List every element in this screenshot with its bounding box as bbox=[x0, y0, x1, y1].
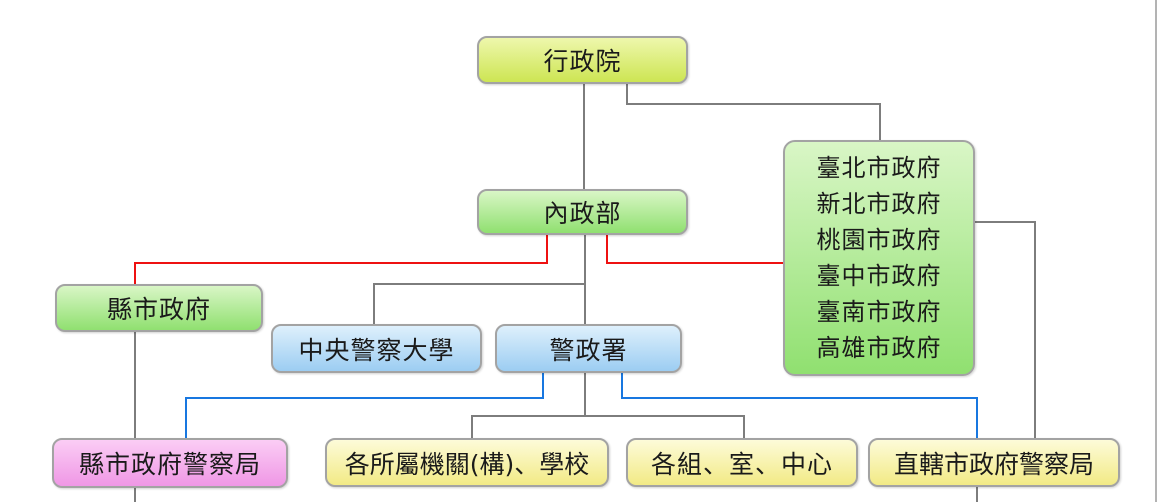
municipal-government-item: 高雄市政府 bbox=[816, 334, 942, 362]
connector-below-countypolice bbox=[134, 487, 136, 502]
connector-npa-to-countypolice-h bbox=[185, 397, 544, 399]
municipal-government-item: 新北市政府 bbox=[816, 190, 942, 218]
connector-executive-to-municipal-v1 bbox=[626, 84, 628, 105]
connector-executive-to-municipal-v2 bbox=[879, 103, 881, 142]
connector-interior-to-municipal-v bbox=[606, 235, 608, 264]
connector-interior-to-municipal-h bbox=[606, 262, 784, 264]
connector-municipal-to-munipolice-h bbox=[974, 221, 1036, 223]
node-subordinate-agencies-schools: 各所屬機關(構)、學校 bbox=[325, 438, 609, 487]
connector-interior-to-countygov-h bbox=[134, 262, 548, 264]
municipal-government-item: 臺北市政府 bbox=[816, 154, 942, 182]
connector-npa-children-h bbox=[471, 415, 745, 417]
connector-npa-children-v bbox=[584, 373, 586, 417]
municipal-government-item: 桃園市政府 bbox=[816, 226, 942, 254]
connector-npa-to-divisions-v bbox=[743, 415, 745, 440]
node-executive-yuan: 行政院 bbox=[477, 36, 688, 84]
connector-interior-to-cpu-h bbox=[374, 283, 586, 285]
node-municipal-governments: 臺北市政府 新北市政府 桃園市政府 臺中市政府 臺南市政府 高雄市政府 bbox=[783, 140, 975, 376]
municipal-government-item: 臺中市政府 bbox=[816, 262, 942, 290]
connector-executive-to-municipal-h bbox=[626, 103, 881, 105]
municipal-government-item: 臺南市政府 bbox=[816, 298, 942, 326]
node-municipal-police-bureaus: 直轄市政府警察局 bbox=[868, 438, 1120, 487]
connector-interior-to-countygov-v2 bbox=[134, 262, 136, 285]
connector-npa-to-agencies-v bbox=[471, 415, 473, 440]
connector-interior-to-npa bbox=[584, 235, 586, 327]
connector-interior-to-cpu-v bbox=[373, 283, 375, 326]
connector-executive-to-interior bbox=[583, 84, 585, 191]
connector-municipal-to-munipolice-v bbox=[1034, 221, 1036, 440]
node-divisions-offices-centers: 各組、室、中心 bbox=[626, 438, 858, 487]
node-ministry-of-interior: 內政部 bbox=[477, 189, 688, 235]
connector-npa-to-countypolice-v1 bbox=[542, 373, 544, 399]
node-central-police-university: 中央警察大學 bbox=[271, 324, 482, 373]
node-county-city-police-bureau: 縣市政府警察局 bbox=[52, 438, 288, 488]
page-right-border bbox=[1155, 0, 1157, 502]
connector-countygov-to-countypolice bbox=[134, 332, 136, 440]
connector-npa-to-countypolice-v2 bbox=[185, 397, 187, 439]
connector-interior-to-countygov-v1 bbox=[546, 235, 548, 264]
connector-npa-to-munipolice-v2 bbox=[976, 397, 978, 440]
connector-npa-to-munipolice-h bbox=[621, 397, 978, 399]
node-county-city-government: 縣市政府 bbox=[55, 284, 263, 332]
node-national-police-agency: 警政署 bbox=[495, 324, 682, 373]
connector-npa-to-munipolice-v1 bbox=[621, 373, 623, 399]
connector-below-munipolice bbox=[976, 486, 978, 502]
